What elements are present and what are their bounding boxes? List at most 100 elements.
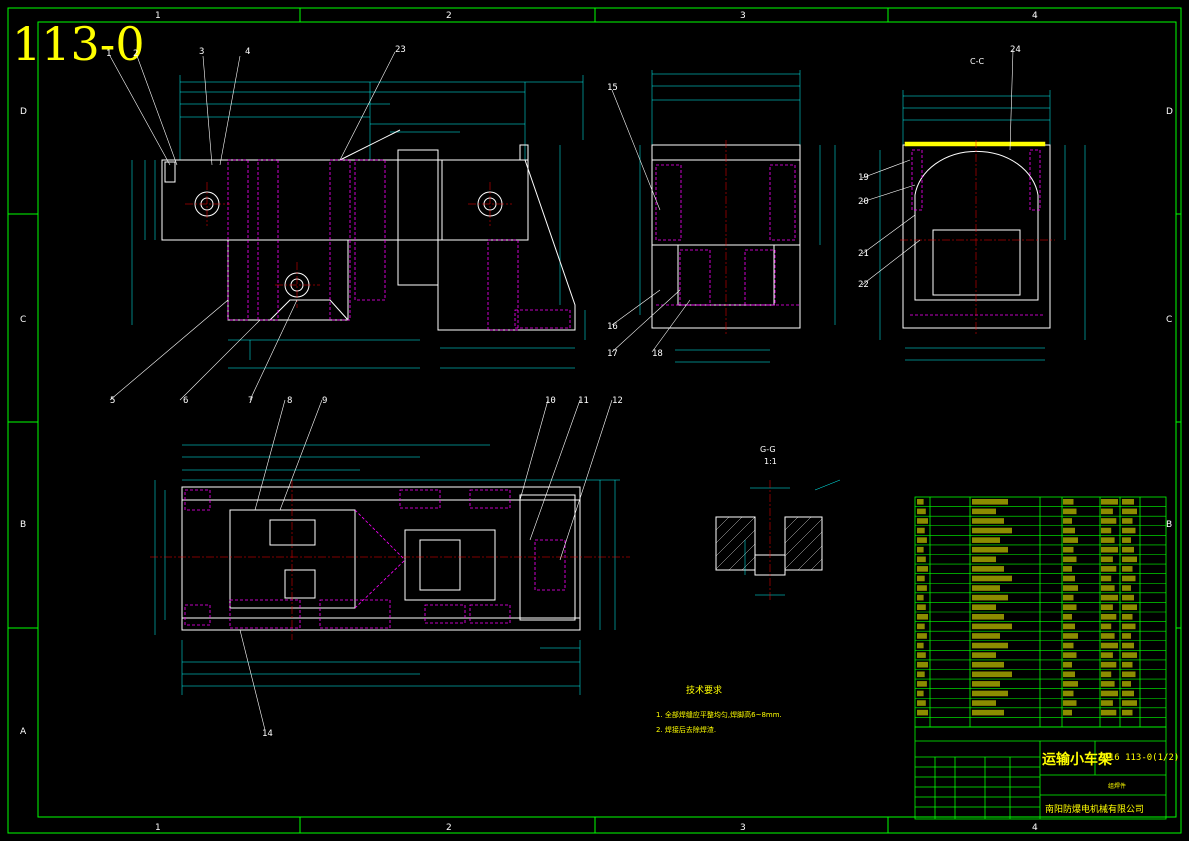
parts-cell-text: [917, 508, 926, 515]
section-cc-centerlines: [900, 140, 1055, 335]
parts-list-entries: [917, 499, 1137, 716]
parts-cell-text: [1122, 518, 1133, 524]
parts-cell-text: [1101, 575, 1112, 582]
grid-row-d: D: [20, 107, 27, 117]
balloon-16: 16: [607, 322, 618, 332]
parts-cell-text: [917, 700, 926, 706]
parts-cell-text: [1122, 604, 1137, 610]
parts-cell-text: [917, 585, 927, 591]
parts-cell-text: [1122, 594, 1134, 601]
balloon-22: 22: [858, 280, 869, 290]
front-view: [131, 75, 586, 369]
section-gg-scale: 1:1: [764, 457, 777, 466]
section-cc-hatch: [904, 141, 1046, 147]
parts-cell-text: [917, 633, 927, 639]
grid-row-d-right: D: [1166, 107, 1173, 117]
parts-cell-text: [1063, 709, 1072, 716]
section-gg-view: G-G 1:1: [715, 445, 841, 600]
parts-cell-text: [1101, 566, 1117, 572]
parts-cell-text: [1101, 642, 1118, 649]
balloon-14: 14: [262, 729, 273, 739]
title-block-company: 南阳防爆电机械有限公司: [1045, 803, 1144, 815]
parts-cell-text: [917, 661, 928, 668]
section-cc-hidden: [910, 149, 1045, 316]
parts-cell-text: [917, 709, 928, 716]
parts-cell-text: [1122, 546, 1134, 553]
parts-cell-text: [972, 594, 1008, 601]
parts-cell-text: [1101, 499, 1118, 505]
balloon-1: 1: [106, 49, 111, 59]
parts-cell-text: [1063, 546, 1074, 553]
parts-cell-text: [917, 575, 925, 582]
balloon-21: 21: [858, 249, 869, 259]
balloon-17: 17: [607, 349, 618, 359]
balloon-20: 20: [858, 197, 869, 207]
parts-cell-text: [917, 537, 927, 543]
parts-list: [914, 496, 1167, 728]
parts-cell-text: [972, 556, 996, 563]
balloon-11: 11: [578, 396, 589, 406]
section-cc-dims: [879, 90, 1086, 361]
plan-view-dims: [154, 444, 620, 695]
parts-cell-text: [972, 681, 1000, 687]
parts-cell-text: [917, 604, 926, 610]
parts-cell-text: [972, 633, 1000, 639]
parts-cell-text: [1063, 642, 1074, 649]
parts-cell-text: [1101, 661, 1117, 668]
parts-cell-text: [972, 661, 1004, 668]
parts-cell-text: [1101, 508, 1113, 515]
part-balloons: 1 2 3 4 5 6 7 8 9 10 11 12 14 15 16 17 1…: [106, 45, 1021, 739]
grid-row-b-right: B: [1166, 520, 1172, 530]
title-block-drawing-no: 2016 113-0(1/2): [1098, 753, 1179, 763]
balloon-6: 6: [183, 396, 188, 406]
grid-labels: 1 2 3 4 1 2 3 4 D C B A D C B: [20, 11, 1173, 833]
parts-cell-text: [1101, 518, 1117, 524]
parts-cell-text: [1063, 633, 1078, 639]
parts-list-grid: [915, 506, 1166, 718]
section-cc-outline: [902, 144, 1051, 329]
parts-cell-text: [972, 585, 1000, 591]
parts-cell-text: [1101, 671, 1112, 678]
plan-view-centerlines: [150, 480, 630, 640]
parts-cell-text: [972, 527, 1012, 534]
parts-cell-text: [1063, 594, 1074, 601]
balloon-10: 10: [545, 396, 556, 406]
front-view-dims: [131, 75, 586, 369]
parts-cell-text: [1101, 546, 1118, 553]
parts-cell-text: [1122, 671, 1136, 678]
parts-cell-text: [1122, 652, 1137, 658]
parts-list-frame: [914, 496, 1167, 728]
parts-cell-text: [1101, 633, 1115, 639]
title-block-material-note: 组焊件: [1108, 782, 1126, 790]
parts-cell-text: [1101, 652, 1113, 658]
section-cc-view: C-C: [879, 57, 1086, 361]
parts-cell-text: [1101, 585, 1115, 591]
parts-cell-text: [917, 671, 925, 678]
parts-cell-text: [972, 575, 1012, 582]
grid-col-2: 2: [446, 11, 452, 21]
title-block-product-name: 运输小车架: [1042, 751, 1112, 768]
parts-cell-text: [1101, 700, 1113, 706]
parts-cell-text: [1063, 518, 1072, 524]
balloon-23: 23: [395, 45, 406, 55]
balloon-15: 15: [607, 83, 618, 93]
parts-cell-text: [1122, 700, 1137, 706]
parts-cell-text: [1101, 690, 1118, 697]
parts-cell-text: [1063, 575, 1075, 582]
parts-cell-text: [1122, 527, 1136, 534]
grid-col-3-bottom: 3: [740, 823, 746, 833]
tech-req-line-1: 1. 全部焊缝应平整均匀,焊脚高6~8mm.: [656, 710, 782, 719]
parts-cell-text: [917, 546, 924, 553]
front-view-hidden: [227, 159, 571, 331]
parts-cell-text: [1122, 566, 1133, 572]
grid-col-2-bottom: 2: [446, 823, 452, 833]
parts-cell-text: [917, 623, 925, 630]
parts-cell-text: [972, 709, 1004, 716]
section-gg-label: G-G: [760, 445, 776, 454]
balloon-8: 8: [287, 396, 292, 406]
grid-col-3: 3: [740, 11, 746, 21]
balloon-19: 19: [858, 173, 869, 183]
section-gg-outline: [715, 516, 823, 576]
side-view-hidden: [655, 164, 800, 306]
